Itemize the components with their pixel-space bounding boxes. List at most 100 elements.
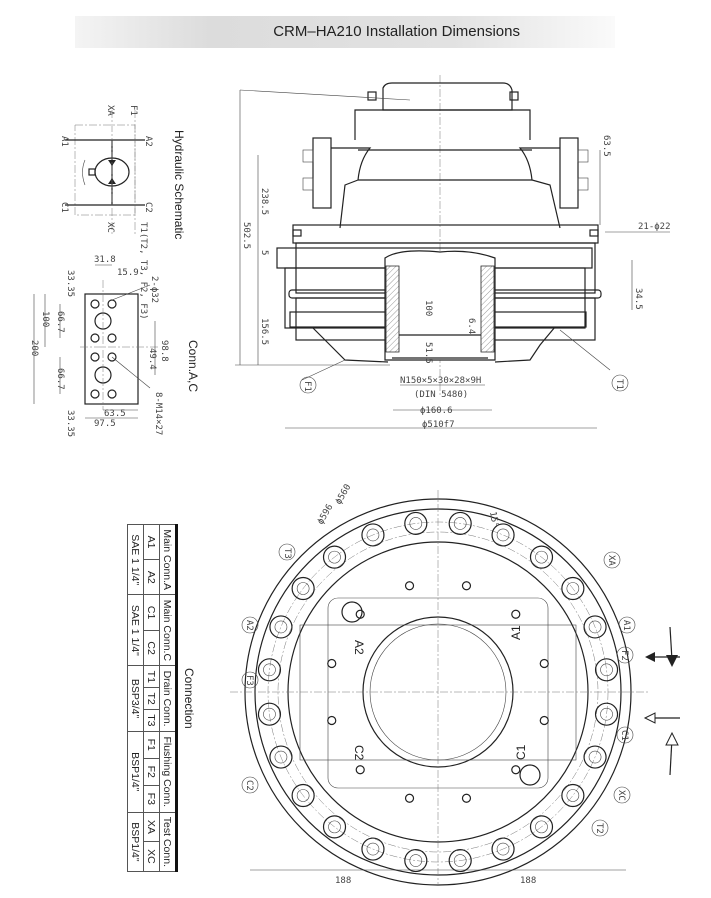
callout-c1: C1	[619, 730, 629, 741]
bolt-hole-inner	[496, 528, 510, 542]
bolt-hole	[291, 783, 315, 808]
group-test-conn: Test Conn.	[159, 812, 177, 872]
dim-34-5: 34.5	[633, 288, 643, 310]
inner-bolt-hole	[404, 793, 415, 803]
dim-15-deg: 15°	[487, 511, 500, 529]
bolt-hole-inner	[600, 663, 613, 677]
bolt-hole	[361, 837, 385, 861]
port-cell: C1	[143, 594, 160, 631]
bolt-hole-inner	[296, 789, 310, 802]
bolt-hole-inner	[588, 750, 602, 764]
group-flushing-conn: Flushing Conn.	[159, 731, 177, 813]
bolt-hole-inner	[263, 663, 276, 677]
port-cell: T3	[143, 709, 160, 732]
dim-phi510f7: ϕ510f7	[422, 420, 455, 430]
dim-phi560: ϕ560	[334, 483, 354, 507]
bolt-hole-inner	[600, 707, 613, 721]
callout-f1: F1	[302, 381, 312, 392]
inner-bolt-hole	[539, 715, 549, 726]
port-f1: F1	[128, 105, 138, 116]
dim-6-4: 6.4	[466, 318, 476, 334]
bolt-hole-inner	[496, 842, 510, 856]
group-drain-conn: Drain Conn.	[159, 665, 177, 732]
bolt-hole	[583, 745, 607, 769]
dim-49-4: 49.4	[147, 348, 157, 370]
port-mark-a1: A1	[509, 625, 523, 640]
bolt-hole-inner	[274, 750, 288, 764]
callout-xa: XA	[606, 555, 616, 566]
bolt-hole-inner	[366, 842, 380, 856]
callout-a1: A1	[621, 620, 631, 631]
bolt-hole	[322, 815, 347, 839]
callout-t1-circle	[611, 374, 629, 392]
port-c1: C1	[59, 202, 69, 213]
dim-phi160-6: ϕ160.6	[420, 406, 453, 416]
bolt-hole	[448, 848, 472, 873]
bolt-hole	[291, 576, 315, 601]
bolt-hole	[361, 523, 385, 547]
bolt-hole	[491, 523, 515, 547]
callout-f2: F2	[619, 650, 629, 661]
callout-t3: T3	[282, 548, 292, 559]
side-view-drawing: 238.5 502.5 5 156.5 63.5 21-ϕ22 34.5 100…	[235, 75, 671, 430]
port-cell: F1	[143, 731, 160, 759]
connection-label: Connection	[182, 668, 196, 729]
inner-bolt-hole	[511, 609, 521, 619]
conn-ac-drawing: 31.8 15.9 33.35 2-ϕ32 66.7 100 200 98.8 …	[29, 255, 169, 437]
callout-a2: A2	[244, 620, 254, 631]
dim-spline: N150×5×30×28×9H	[400, 376, 481, 386]
page-title: CRM–HA210 Installation Dimensions	[273, 23, 520, 40]
bolt-hole	[404, 511, 428, 536]
dim-phi596: ϕ596	[316, 503, 336, 527]
dim-63-5-side: 63.5	[601, 135, 611, 157]
inner-bolt-hole	[511, 765, 521, 775]
port-cell: XC	[143, 841, 160, 872]
dim-2-phi32: 2-ϕ32	[149, 276, 159, 303]
callout-f1-circle	[299, 376, 317, 394]
dim-98-8: 98.8	[159, 340, 169, 362]
callout-t1: T1	[614, 379, 624, 390]
bolt-hole-inner	[366, 528, 380, 542]
port-cell: A2	[143, 559, 160, 595]
dim-66-7-top: 66.7	[55, 311, 65, 333]
group-main-conn-a: Main Conn.A	[159, 524, 177, 595]
bolt-hole	[491, 837, 515, 861]
port-cell: F2	[143, 758, 160, 786]
bolt-hole-inner	[535, 550, 548, 564]
port-cell: T2	[143, 687, 160, 710]
port-cell: XA	[143, 812, 160, 842]
port-mark-c2: C2	[352, 745, 366, 761]
bolt-hole-inner	[409, 854, 423, 867]
connection-table: Main Conn.A Main Conn.C Drain Conn. Flus…	[127, 524, 178, 872]
port-mark-a2: A2	[352, 640, 366, 655]
dim-33-35-top: 33.35	[65, 270, 75, 297]
hydraulic-schematic: XA F1 A1 A2 C1 C2 XC T1(T2, T3, F2, F3)	[59, 105, 153, 320]
dim-97-5: 97.5	[94, 419, 116, 429]
port-mark-c1: C1	[514, 744, 528, 760]
thread-cell: BSP1/4"	[127, 731, 144, 813]
dim-100-side: 100	[423, 300, 433, 316]
port-a1: A1	[59, 136, 69, 147]
bolt-hole	[269, 615, 293, 639]
thread-cell: BSP3/4"	[127, 665, 144, 732]
bolt-hole-inner	[453, 517, 467, 530]
thread-cell: BSP1/4"	[127, 812, 144, 872]
callout-c2: C2	[244, 780, 254, 791]
dim-21-phi22: 21-ϕ22	[638, 222, 671, 232]
inner-bolt-hole	[404, 581, 415, 591]
bolt-hole	[583, 615, 607, 639]
port-cell: T1	[143, 665, 160, 688]
bolt-hole-inner	[453, 854, 467, 867]
dim-63-5: 63.5	[104, 409, 126, 419]
group-main-conn-c: Main Conn.C	[159, 594, 177, 666]
port-a2: A2	[143, 136, 153, 147]
port-cell: F3	[143, 785, 160, 813]
bolt-hole	[448, 511, 472, 536]
dim-51-5: 51.5	[423, 342, 433, 364]
port-cell: C2	[143, 630, 160, 666]
bolt-hole	[529, 545, 554, 569]
thread-cell: SAE 1 1/4"	[127, 594, 144, 666]
title-bar: CRM–HA210 Installation Dimensions	[75, 16, 615, 48]
bolt-hole-inner	[296, 582, 310, 595]
